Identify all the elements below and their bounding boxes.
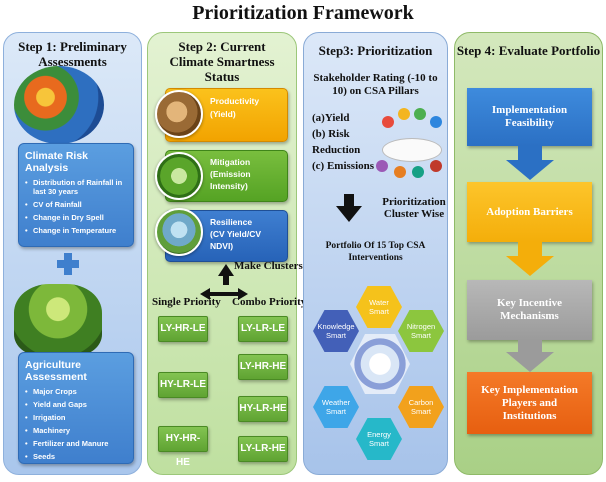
single-cluster-box: HY-HR-HE	[158, 426, 208, 468]
hex-label: Smart	[410, 331, 431, 340]
pillar-item: Reduction	[312, 144, 361, 156]
list-item: Yield and Gaps	[25, 400, 133, 409]
hex-label: Weather	[321, 398, 351, 407]
down-arrow-icon	[506, 352, 554, 372]
farm-image	[14, 284, 102, 356]
list-item: Major Crops	[25, 387, 133, 396]
globe-image	[14, 66, 104, 144]
climate-risk-box: Climate Risk Analysis Distribution of Ra…	[18, 143, 134, 247]
mitigation-sub: (Emission	[210, 169, 251, 179]
step1-heading: Step 1: Preliminary Assessments	[18, 39, 127, 69]
arrow-stem	[518, 340, 542, 352]
hex-label: Smart	[368, 439, 389, 448]
up-arrow-icon	[218, 264, 234, 276]
resilience-sub: (CV Yield/CV	[210, 229, 262, 239]
combo-cluster-box: LY-LR-HE	[238, 436, 288, 462]
landscape-image	[155, 208, 203, 256]
page-title: Prioritization Framework	[192, 2, 414, 24]
pillar-item: (c) Emissions	[312, 160, 375, 172]
list-item: Machinery	[25, 426, 133, 435]
left-arrow-icon	[200, 288, 210, 300]
hex-label: Smart	[325, 331, 346, 340]
adoption-barriers-box: Adoption Barriers	[467, 182, 592, 242]
prioritization-label: Prioritization Cluster Wise	[382, 196, 446, 220]
agriculture-title: Agriculture Assessment	[25, 359, 87, 383]
table-image	[382, 138, 442, 162]
hex-label: Water	[369, 298, 389, 307]
list-item: Fertilizer and Manure	[25, 439, 133, 448]
combo-cluster-box: LY-HR-HE	[238, 354, 288, 380]
mitigation-sub2: Intensity)	[210, 181, 248, 191]
key-players-box: Key Implementation Players and Instituti…	[467, 372, 592, 434]
hex-label: Carbon	[408, 398, 434, 407]
combo-cluster-box: LY-LR-LE	[238, 316, 288, 342]
list-item: Change in Dry Spell	[25, 213, 133, 222]
stakeholder-rating-label: Stakeholder Rating (-10 to 10) on CSA Pi…	[313, 72, 438, 97]
key-incentive-box: Key Incentive Mechanisms	[467, 280, 592, 340]
hex-label: Smart	[410, 407, 431, 416]
hex-label: Smart	[325, 407, 346, 416]
step2-heading: Step 2: Current Climate Smartness Status	[169, 39, 275, 84]
implementation-feasibility-box: Implementation Feasibility	[467, 88, 592, 146]
step4-heading: Step 4: Evaluate Portfolio	[456, 43, 601, 58]
productivity-label: Productivity	[210, 96, 260, 106]
pillar-item: (b) Risk	[312, 128, 350, 140]
productivity-sub: (Yield)	[210, 109, 236, 119]
hex-label: Energy	[367, 430, 391, 439]
resilience-sub2: NDVI)	[210, 241, 234, 251]
make-clusters-label: Make Clusters	[234, 260, 303, 272]
down-arrow-icon	[506, 160, 554, 180]
combo-priority-label: Combo Priority	[232, 296, 307, 308]
down-arrow-icon	[506, 256, 554, 276]
list-item: Change in Temperature	[25, 226, 133, 235]
down-arrow-icon	[336, 206, 362, 222]
stakeholders-image	[374, 104, 444, 182]
list-item: CV of Rainfall	[25, 200, 133, 209]
list-item: Seeds	[25, 452, 133, 461]
single-cluster-box: HY-LR-LE	[158, 372, 208, 398]
leaf-co2-image	[155, 152, 203, 200]
arrow-stem	[518, 242, 542, 256]
pillar-item: (a)Yield	[312, 112, 350, 124]
single-priority-label: Single Priority	[152, 296, 221, 308]
combo-cluster-box: HY-LR-HE	[238, 396, 288, 422]
right-arrow-icon	[238, 288, 248, 300]
double-arrow-bar	[209, 292, 239, 296]
arrow-stem	[518, 146, 542, 160]
plus-icon	[57, 253, 79, 275]
list-item: Irrigation	[25, 413, 133, 422]
center-hub-image	[350, 334, 410, 394]
list-item: Distribution of Rainfall in last 30 year…	[25, 178, 133, 196]
hex-label: Smart	[368, 307, 389, 316]
climate-risk-title: Climate Risk Analysis	[25, 150, 89, 174]
up-arrow-stem	[223, 276, 229, 285]
resilience-label: Resilience	[210, 217, 253, 227]
agriculture-box: Agriculture Assessment Major Crops Yield…	[18, 352, 134, 464]
portfolio-label: Portfolio Of 15 Top CSA Interventions	[325, 241, 426, 263]
step3-heading: Step3: Prioritization	[318, 43, 433, 58]
mitigation-label: Mitigation	[210, 157, 251, 167]
down-arrow-stem	[344, 194, 354, 206]
grain-image	[155, 90, 203, 138]
single-cluster-box: LY-HR-LE	[158, 316, 208, 342]
hex-label: Knowledge	[317, 322, 355, 331]
hex-label: Nitrogen	[406, 322, 436, 331]
